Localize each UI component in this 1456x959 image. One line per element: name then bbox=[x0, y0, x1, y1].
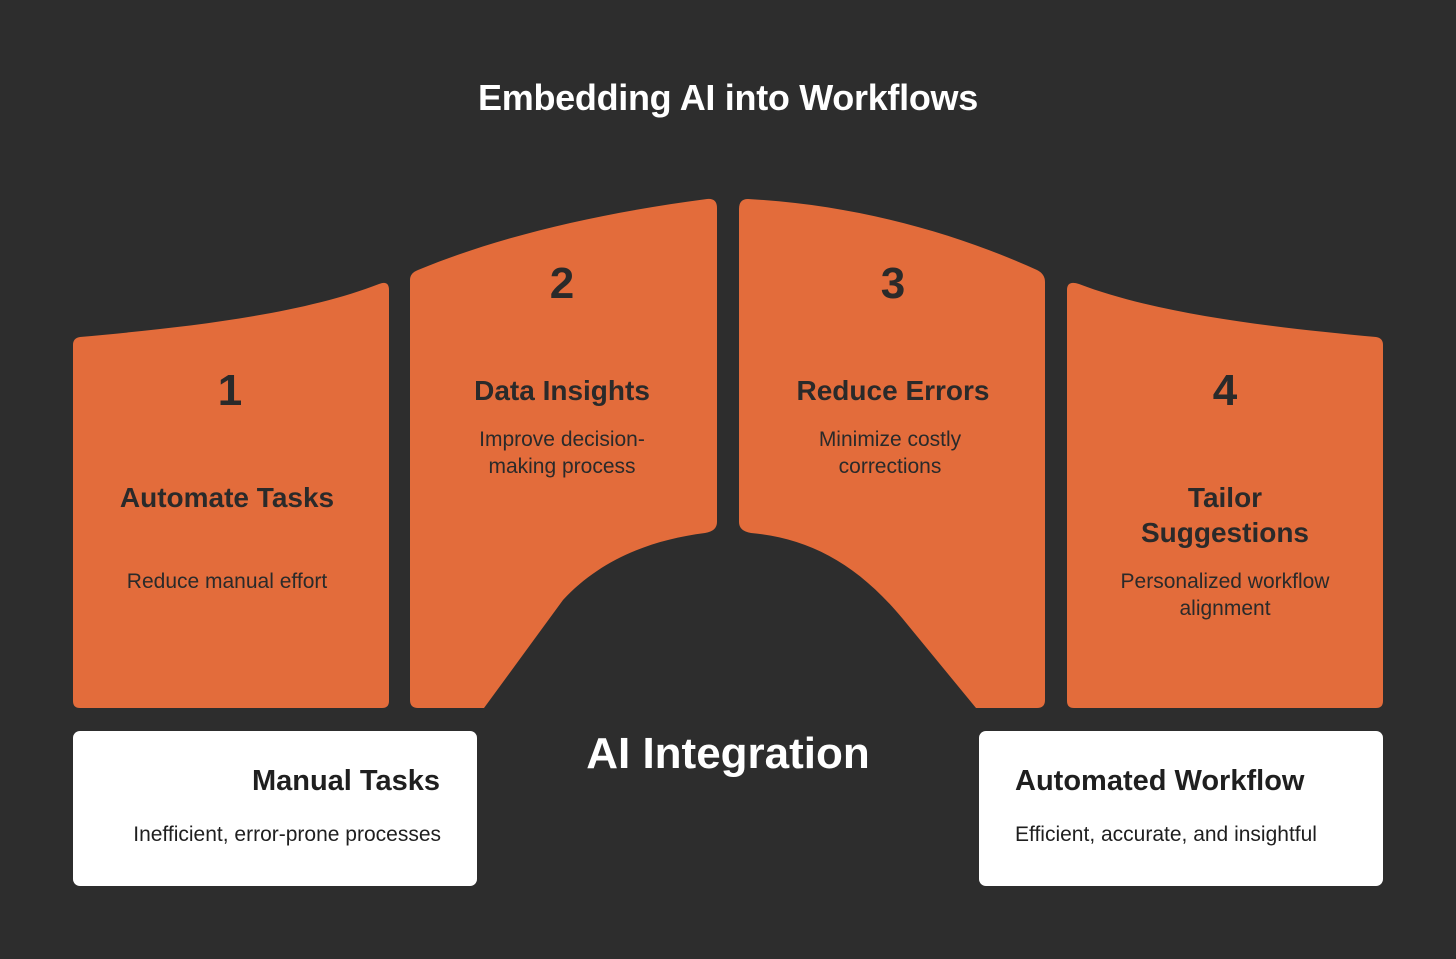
end-card: Automated Workflow Efficient, accurate, … bbox=[979, 731, 1383, 886]
end-card-title: Automated Workflow bbox=[1015, 765, 1305, 797]
segment-1-shape bbox=[73, 282, 389, 708]
step-1-number: 1 bbox=[217, 366, 243, 415]
segment-2-shape bbox=[410, 198, 717, 708]
step-1-description: Reduce manual effort bbox=[126, 570, 328, 593]
step-4-description: Personalized workflow alignment bbox=[1120, 570, 1330, 620]
step-4-number: 4 bbox=[1212, 366, 1238, 415]
step-3-title: Reduce Errors bbox=[796, 375, 990, 406]
step-1-title: Automate Tasks bbox=[119, 482, 335, 513]
start-card: Manual Tasks Inefficient, error-prone pr… bbox=[73, 731, 477, 886]
step-4-title: Tailor Suggestions bbox=[1140, 482, 1309, 548]
end-card-description: Efficient, accurate, and insightful bbox=[1015, 823, 1317, 846]
segment-4-shape bbox=[1067, 282, 1383, 708]
start-card-description: Inefficient, error-prone processes bbox=[133, 823, 441, 846]
step-3-number: 3 bbox=[880, 259, 906, 308]
step-2-number: 2 bbox=[549, 259, 575, 308]
start-card-title: Manual Tasks bbox=[251, 765, 440, 797]
center-label: AI Integration bbox=[586, 729, 870, 778]
segment-3-shape bbox=[739, 199, 1045, 708]
step-2-description: Improve decision-making process bbox=[479, 428, 645, 478]
step-2-title: Data Insights bbox=[474, 375, 650, 406]
diagram-title: Embedding AI into Workflows bbox=[478, 77, 978, 118]
step-3-description: Minimize costly corrections bbox=[818, 428, 962, 478]
